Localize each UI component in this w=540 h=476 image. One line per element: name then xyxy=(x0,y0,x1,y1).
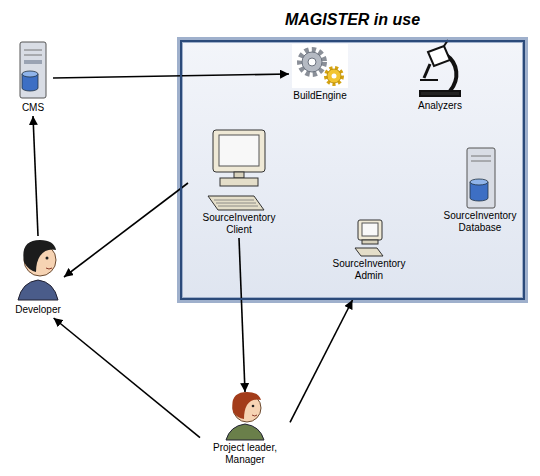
flow-arrow xyxy=(54,318,200,438)
flow-arrow xyxy=(53,74,289,78)
node-label: SourceInventory Admin xyxy=(321,258,417,282)
microscope-icon xyxy=(420,40,460,96)
component-node: SourceInventory Client xyxy=(188,128,290,238)
flow-arrow xyxy=(239,238,245,392)
flow-arrow xyxy=(290,300,353,422)
node-label: SourceInventory Client xyxy=(191,212,287,236)
component-node: Developer xyxy=(12,236,64,318)
server-icon xyxy=(20,42,46,98)
node-label: SourceInventory Database xyxy=(438,210,522,234)
system-region xyxy=(180,40,525,300)
component-node: SourceInventory Database xyxy=(435,146,525,236)
computer-icon xyxy=(208,130,265,210)
system-boundary: MAGISTER in useBuildEngineAnalyzersSourc… xyxy=(180,40,525,300)
node-label: Analyzers xyxy=(415,100,465,112)
component-node: Project leader, Manager xyxy=(200,392,290,468)
flow-arrow xyxy=(33,116,38,236)
component-node: Analyzers xyxy=(412,44,468,114)
component-node: SourceInventory Admin xyxy=(318,218,420,284)
computer-icon xyxy=(355,220,383,256)
diagram-title: MAGISTER in use xyxy=(180,10,525,30)
person-icon xyxy=(226,392,264,440)
component-node: CMS xyxy=(13,40,53,116)
person-icon xyxy=(18,240,58,300)
database-icon xyxy=(467,148,495,208)
component-node: BuildEngine xyxy=(289,44,351,104)
node-label: CMS xyxy=(16,102,50,114)
node-label: Developer xyxy=(15,304,61,316)
gear-icon xyxy=(292,44,348,88)
flow-arrow xyxy=(64,183,188,277)
node-label: Project leader, Manager xyxy=(203,442,287,466)
node-label: BuildEngine xyxy=(292,90,348,102)
